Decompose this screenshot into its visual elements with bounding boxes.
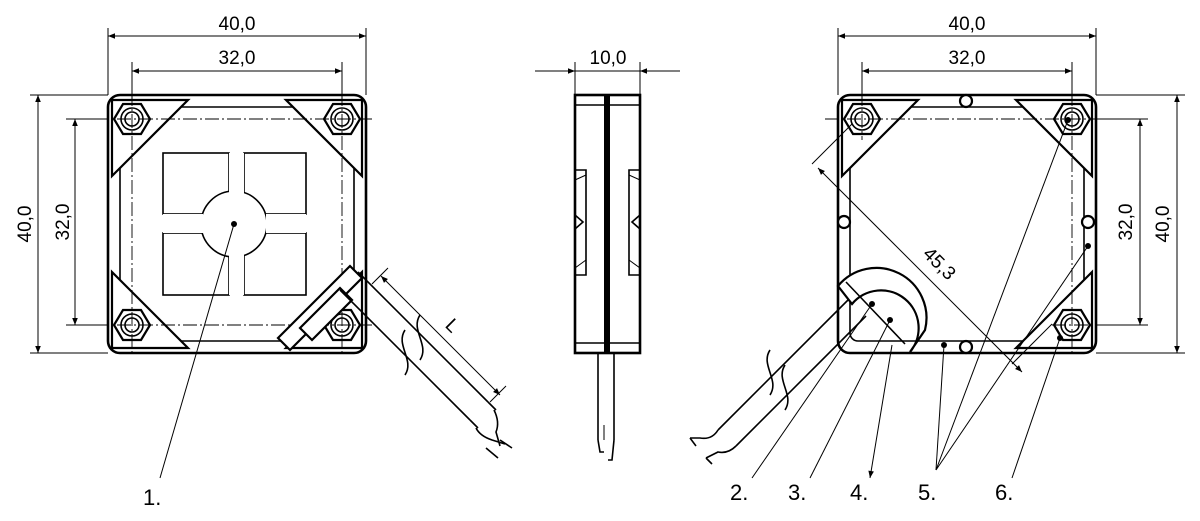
rear-width-inner-label: 32,0 (949, 48, 986, 69)
rear-diagonal-label: 45,3 (918, 244, 959, 285)
side-center-seam (604, 95, 610, 353)
rear-dimensions: 40,0 32,0 32,0 40,0 45,3 (811, 14, 1185, 373)
front-sensing-face (162, 152, 307, 296)
rear-cable (689, 299, 867, 465)
cable-length-label: L (441, 315, 463, 337)
rear-view (689, 92, 1102, 465)
callout-3: 3. (788, 480, 806, 505)
callout-leaders (159, 119, 1089, 479)
callout-2: 2. (730, 480, 748, 505)
callout-5: 5. (918, 480, 936, 505)
front-view (95, 92, 513, 459)
front-width-inner-label: 32,0 (219, 48, 256, 69)
callout-1: 1. (143, 485, 161, 510)
front-width-outer-label: 40,0 (219, 14, 256, 35)
rear-pin-right (1080, 214, 1096, 230)
front-height-inner-label: 32,0 (53, 204, 74, 241)
front-dimensions: 40,0 32,0 40,0 32,0 L (15, 14, 507, 403)
side-view (573, 93, 642, 461)
rear-height-inner-label: 32,0 (1116, 204, 1137, 241)
callout-6: 6. (995, 480, 1013, 505)
rear-pin-left (836, 214, 852, 230)
front-housing-inner-edge (119, 106, 355, 342)
side-depth-label: 10,0 (590, 48, 627, 69)
rear-width-outer-label: 40,0 (949, 14, 986, 35)
rear-housing-inner-edge (849, 106, 1085, 342)
callout-4: 4. (850, 480, 868, 505)
callout-labels: 1. 2. 3. 4. 5. 6. (143, 480, 1013, 510)
front-housing-outline (106, 93, 368, 355)
rear-height-outer-label: 40,0 (1153, 206, 1174, 243)
side-dimensions: 10,0 (535, 48, 680, 95)
rear-cable-gland (836, 266, 928, 353)
rear-pin-top (958, 93, 974, 109)
front-height-outer-label: 40,0 (15, 206, 36, 243)
rear-pin-bottom (958, 339, 974, 355)
front-cable (276, 264, 513, 459)
